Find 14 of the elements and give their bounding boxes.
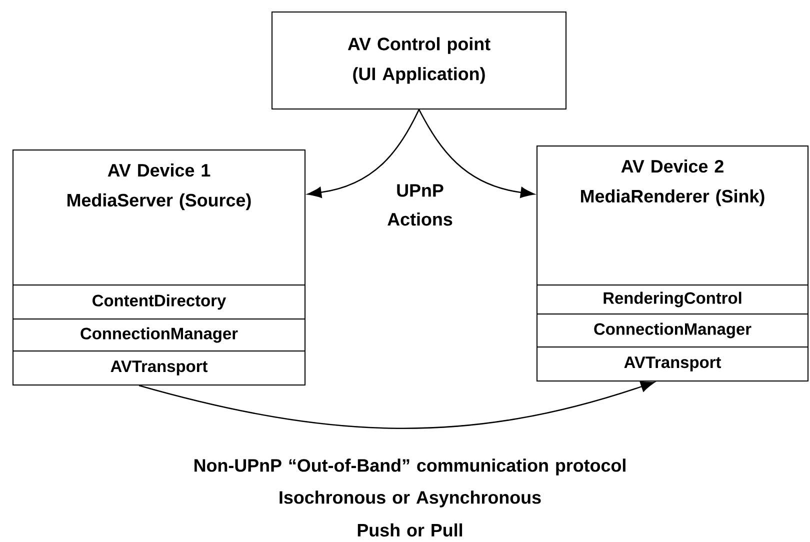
service-row: ConnectionManager	[12, 318, 306, 352]
protocol-note: Isochronous or Asynchronous	[280, 490, 541, 508]
actions-label: UPnP Actions	[388, 184, 452, 226]
control-point-box: AV Control point (UI Application)	[272, 12, 566, 110]
service-row: RenderingControl	[536, 284, 808, 314]
protocol-note: Non-UPnP “Out-of-Band” communication protocol	[194, 458, 626, 476]
service-row: AVTransport	[536, 346, 808, 382]
service-row: ConnectionManager	[536, 314, 808, 348]
arrow	[138, 381, 655, 429]
service-row: AVTransport	[12, 350, 306, 386]
arrow	[418, 109, 534, 198]
service-row: ContentDirectory	[12, 284, 306, 320]
arrow	[308, 109, 420, 198]
protocol-note: Push or Pull	[358, 523, 462, 537]
